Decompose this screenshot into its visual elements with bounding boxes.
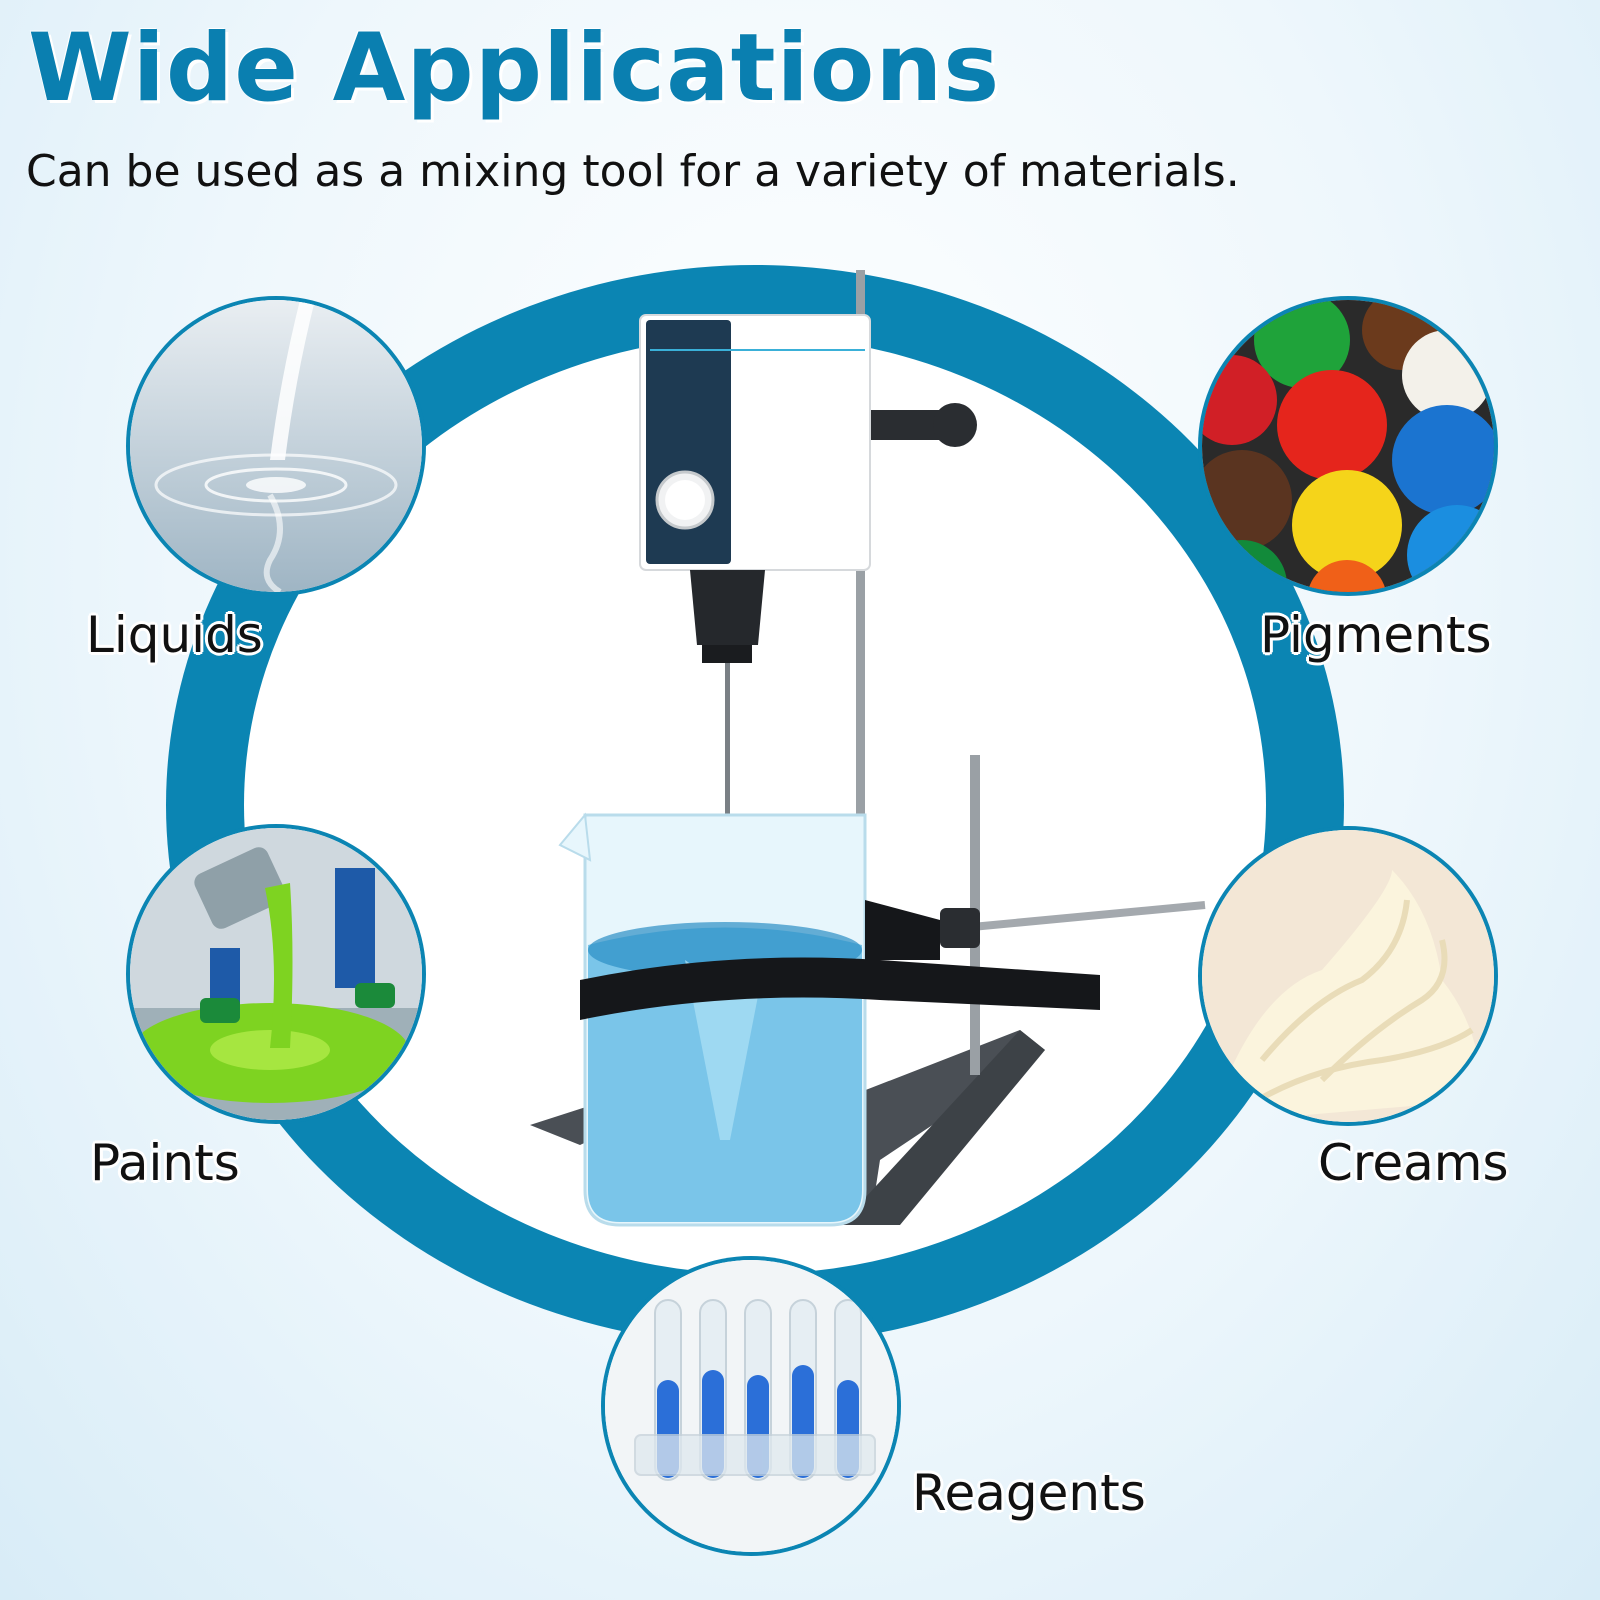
cream-swirl-icon: [1202, 830, 1494, 1122]
label-creams: Creams: [1318, 1134, 1509, 1192]
page-subtitle: Can be used as a mixing tool for a varie…: [26, 146, 1240, 197]
paints-image: [130, 828, 422, 1120]
green-paint-pour-icon: [130, 828, 422, 1120]
label-reagents: Reagents: [912, 1464, 1146, 1522]
test-tubes-icon: [605, 1260, 897, 1552]
overhead-stirrer-illustration: [530, 270, 1206, 1227]
page-title: Wide Applications: [28, 14, 1001, 123]
label-paints: Paints: [90, 1134, 240, 1192]
pigments-image: [1202, 300, 1494, 592]
paint-pots-icon: [1202, 300, 1494, 592]
liquids-image: [130, 300, 422, 592]
label-pigments: Pigments: [1260, 606, 1492, 664]
reagents-image: [605, 1260, 897, 1552]
water-splash-icon: [130, 300, 422, 592]
label-liquids: Liquids: [86, 606, 263, 664]
creams-image: [1202, 830, 1494, 1122]
